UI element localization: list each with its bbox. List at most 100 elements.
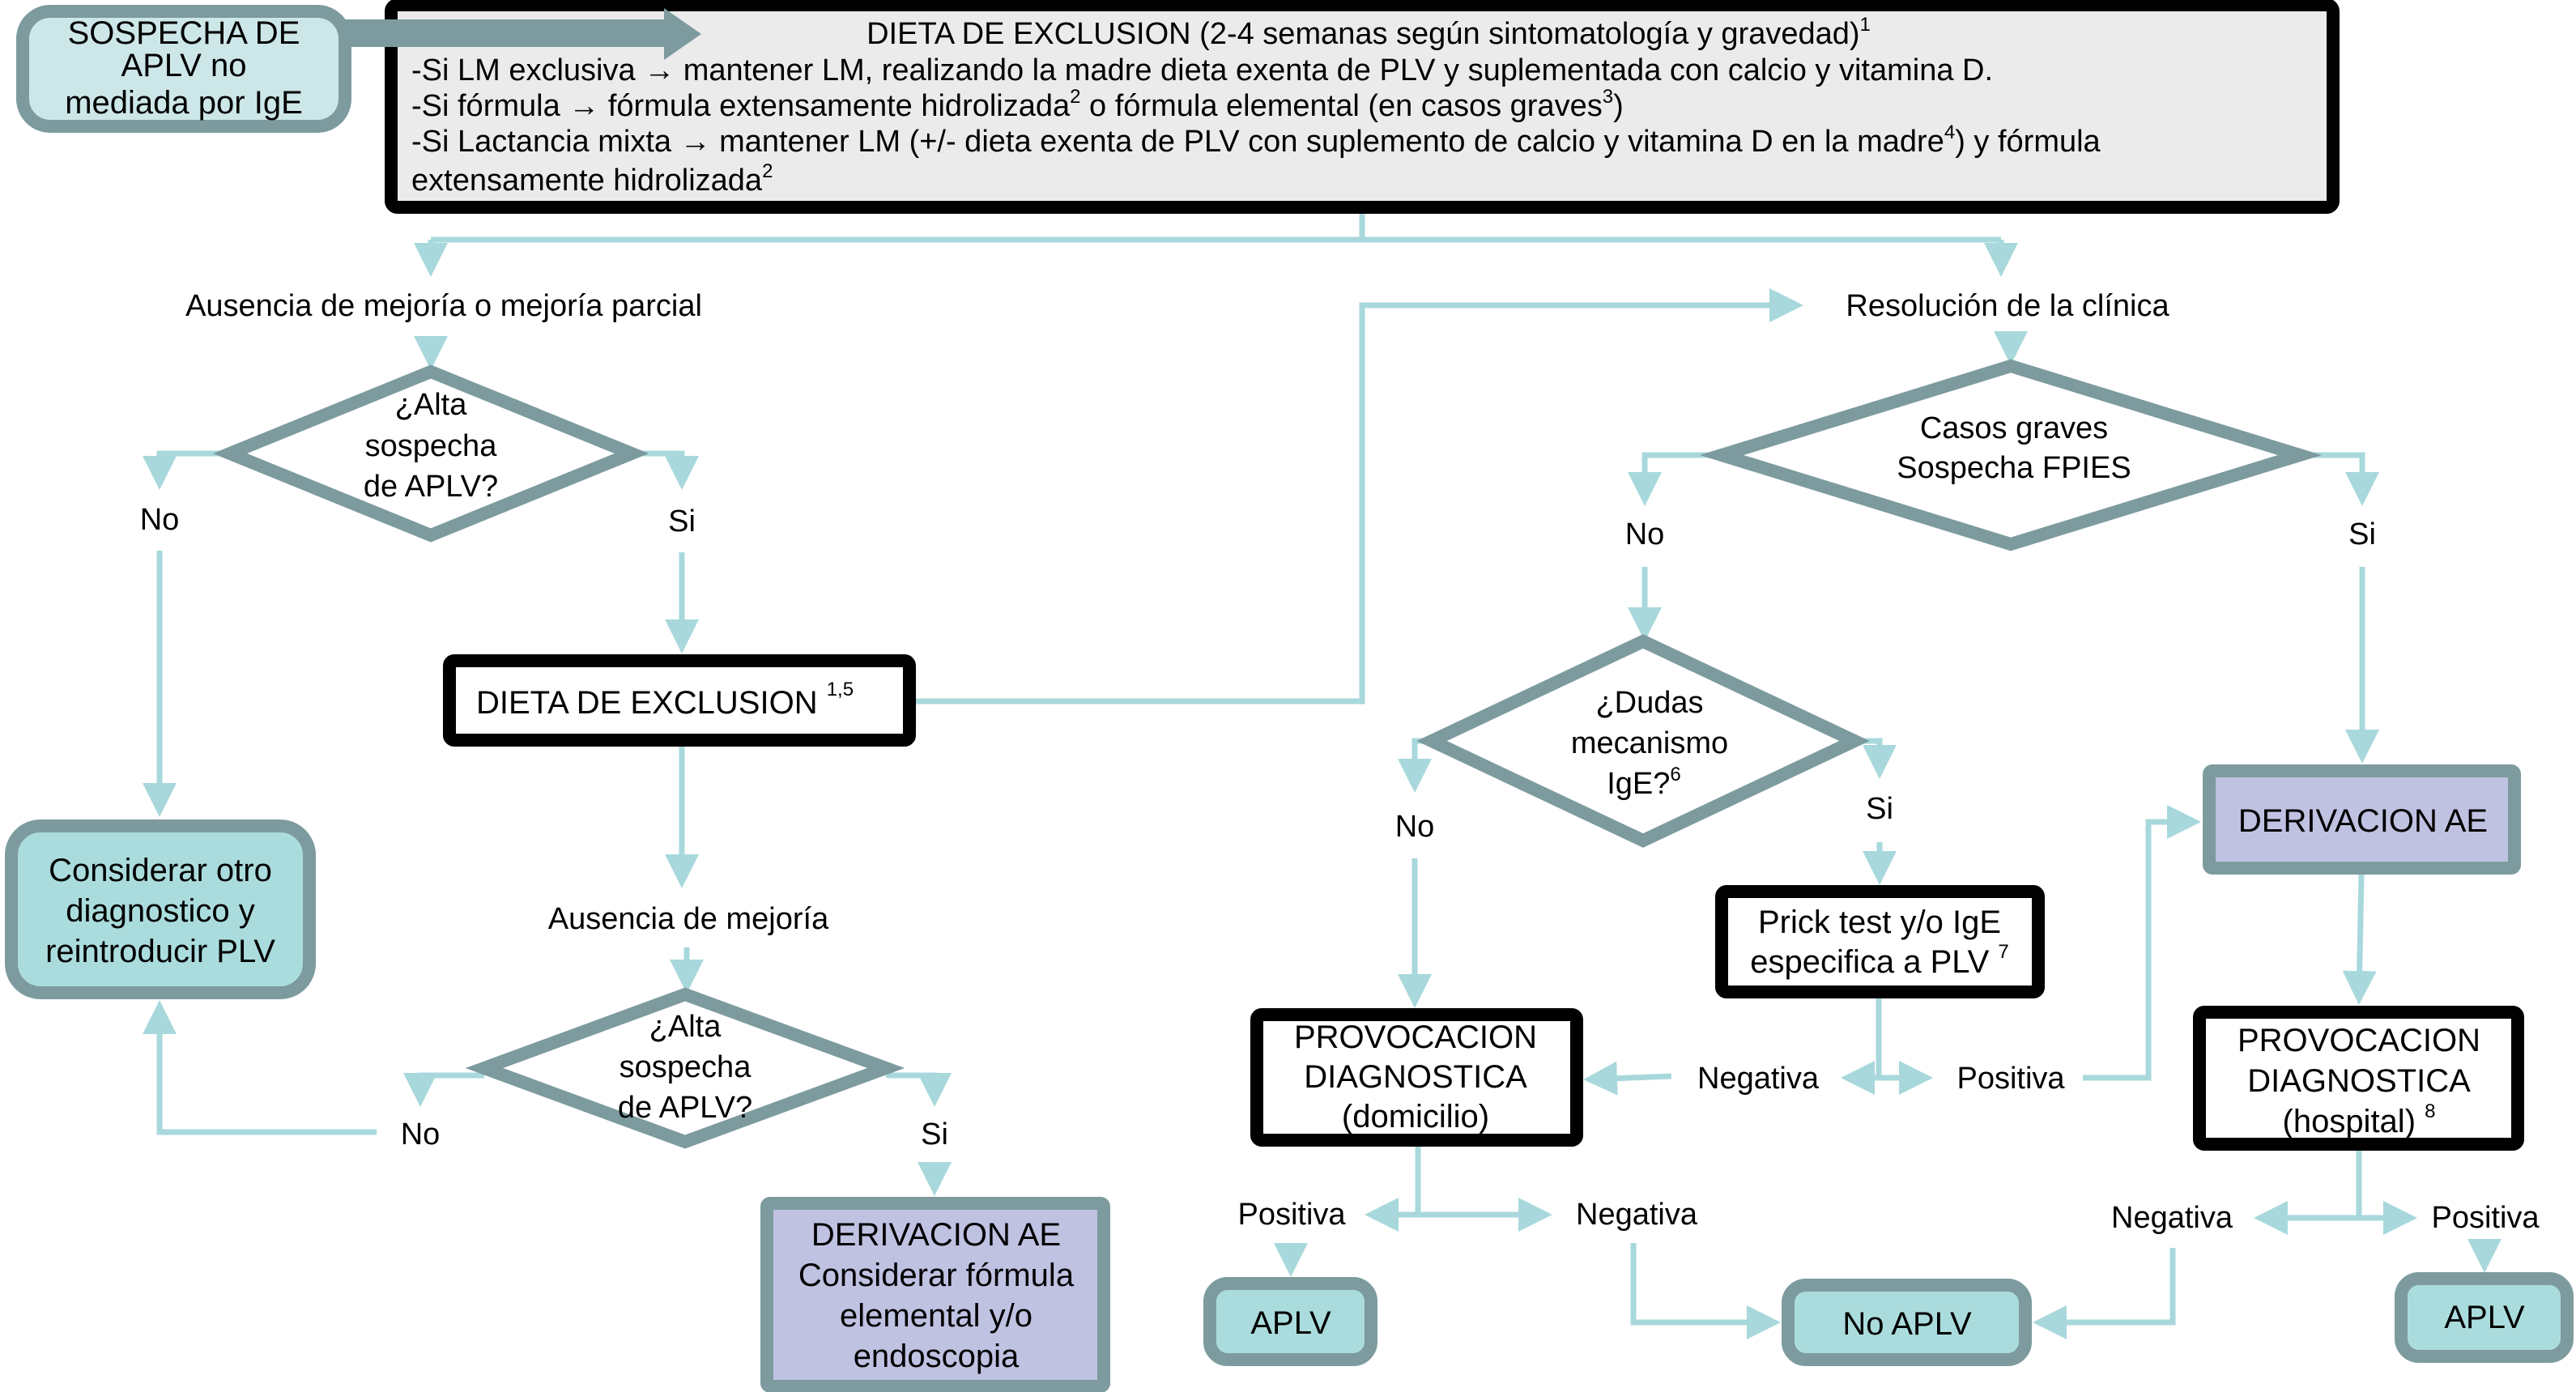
- diamond-1-no-label: No: [140, 503, 180, 537]
- referral-left-frame: [760, 1197, 1110, 1392]
- terminal-aplv-left-label: APLV: [1250, 1305, 1331, 1341]
- arrow-referral-to-hospital: [2342, 873, 2377, 1005]
- prick-negative-label: Negativa: [1697, 1062, 1820, 1096]
- home-challenge-box: PROVOCACION DIAGNOSTICA (domicilio): [1250, 1008, 1583, 1147]
- referral-left-line3: elemental y/o: [840, 1298, 1033, 1334]
- terminal-aplv-left: APLV: [1203, 1277, 1377, 1366]
- decision-ige-doubt: ¿Dudas mecanismo IgE?6: [1416, 634, 1870, 848]
- other-diagnosis-frame: [5, 819, 316, 999]
- referral-right-frame: [2203, 764, 2521, 875]
- prick-line2: especifica a PLV 7: [1750, 941, 2008, 980]
- arrow-negative-to-no-aplv: [1630, 1243, 1781, 1339]
- home-positive-label: Positiva: [1237, 1198, 1346, 1232]
- prick-box-frame: [1715, 885, 2045, 998]
- other-diagnosis-line1: Considerar otro: [49, 853, 272, 888]
- home-challenge-line3: (domicilio): [1342, 1099, 1489, 1134]
- arrow-diamond3-yes: [2300, 452, 2379, 506]
- home-challenge-line1: PROVOCACION: [1294, 1020, 1537, 1055]
- diamond-3-shape: [1699, 359, 2323, 551]
- arrow-positive-to-referral: [2083, 805, 2201, 1081]
- top-box-line4: extensamente hidrolizada2: [411, 160, 773, 198]
- referral-right-label: DERIVACION AE: [2238, 803, 2488, 839]
- decision-high-suspicion-2: ¿Alta sospecha de APLV?: [465, 987, 905, 1149]
- top-box-title: DIETA DE EXCLUSION (2-4 semanas según si…: [866, 14, 1871, 51]
- diamond-2-line2: sospecha: [620, 1050, 752, 1084]
- arrow-negative-to-home: [1583, 1061, 1672, 1096]
- terminal-aplv-right: APLV: [2395, 1272, 2574, 1363]
- start-arrow-icon: [345, 8, 701, 60]
- diamond-4-line3: IgE?6: [1607, 764, 1681, 801]
- diamond-1-line3: de APLV?: [364, 470, 498, 504]
- start-line1: SOSPECHA DE: [68, 15, 300, 51]
- other-diagnosis-box: Considerar otro diagnostico y reintroduc…: [5, 819, 316, 999]
- referral-left-line2: Considerar fórmula: [798, 1258, 1075, 1293]
- hospital-challenge-line2: DIAGNOSTICA: [2247, 1063, 2471, 1099]
- diamond-3-no-label: No: [1625, 517, 1665, 551]
- referral-box-right: DERIVACION AE: [2203, 764, 2521, 875]
- start-node: SOSPECHA DE APLV no mediada por IgE: [16, 5, 351, 133]
- arrow-diamond2-no: [403, 1072, 484, 1107]
- other-diagnosis-line3: reintroducir PLV: [45, 934, 275, 969]
- diamond-4-shape: [1416, 634, 1870, 848]
- outcome-no-improvement-2: Ausencia de mejoría: [548, 902, 829, 936]
- terminal-no-aplv-frame: [1782, 1279, 2032, 1366]
- connectors: [143, 209, 2501, 1339]
- terminal-aplv-left-frame: [1203, 1277, 1377, 1366]
- prick-test-box: Prick test y/o IgE especifica a PLV 7: [1715, 885, 2045, 998]
- terminal-aplv-right-label: APLV: [2444, 1300, 2525, 1335]
- referral-box-left: DERIVACION AE Considerar fórmula element…: [760, 1197, 1110, 1392]
- hospital-negative-label: Negativa: [2111, 1201, 2233, 1235]
- outcome-no-improvement: Ausencia de mejoría o mejoría parcial: [185, 289, 702, 323]
- other-diagnosis-line2: diagnostico y: [66, 893, 254, 929]
- hospital-challenge-box: PROVOCACION DIAGNOSTICA (hospital) 8: [2193, 1006, 2524, 1151]
- top-box-line2: -Si fórmula → fórmula extensamente hidro…: [411, 86, 1624, 123]
- connector-top-split: [431, 209, 2001, 243]
- diamond-4-no-label: No: [1395, 810, 1435, 844]
- decision-severe-fpies: Casos graves Sospecha FPIES: [1699, 359, 2323, 551]
- arrow-diamond1-yes: [632, 450, 699, 490]
- start-box: [16, 5, 351, 133]
- diamond-2-shape: [465, 987, 905, 1149]
- diamond-2-line1: ¿Alta: [649, 1010, 722, 1044]
- diamond-1-line1: ¿Alta: [395, 388, 468, 422]
- referral-left-line4: endoscopia: [854, 1339, 1020, 1374]
- diet-box-label: DIETA DE EXCLUSION 1,5: [476, 679, 854, 721]
- terminal-no-aplv: No APLV: [1782, 1279, 2032, 1366]
- diamond-3-line2: Sospecha FPIES: [1897, 451, 2131, 485]
- start-line3: mediada por IgE: [65, 85, 303, 121]
- hospital-challenge-frame: [2193, 1006, 2524, 1151]
- hospital-challenge-line3: (hospital) 8: [2283, 1100, 2436, 1139]
- arrow-negative-to-no-aplv-right: [2033, 1248, 2176, 1339]
- diamond-4-yes-label: Si: [1866, 792, 1893, 826]
- diamond-2-yes-label: Si: [921, 1117, 948, 1151]
- top-box-line3: -Si Lactancia mixta → mantener LM (+/- d…: [411, 121, 2101, 159]
- prick-positive-label: Positiva: [1956, 1062, 2065, 1096]
- arrow-diamond3-no: [1628, 452, 1723, 506]
- diamond-4-line2: mecanismo: [1571, 726, 1728, 760]
- home-negative-label: Negativa: [1576, 1198, 1698, 1232]
- arrow-diamond2-yes: [886, 1072, 952, 1107]
- home-challenge-line2: DIAGNOSTICA: [1304, 1059, 1527, 1095]
- diamond-1-line2: sospecha: [365, 429, 498, 463]
- diamond-1-shape: [212, 364, 649, 543]
- diamond-2-line3: de APLV?: [618, 1091, 752, 1125]
- start-line2: APLV no: [121, 48, 247, 83]
- decision-high-suspicion-1: ¿Alta sospecha de APLV?: [212, 364, 649, 543]
- diamond-3-line1: Casos graves: [1920, 411, 2108, 445]
- outcome-resolution: Resolución de la clínica: [1846, 289, 2169, 323]
- top-box-line1: -Si LM exclusiva → mantener LM, realizan…: [411, 53, 1993, 87]
- hospital-positive-label: Positiva: [2431, 1201, 2540, 1235]
- top-box-frame: [385, 0, 2340, 214]
- arrow-diet-to-resolution: [915, 288, 1803, 705]
- terminal-aplv-right-frame: [2395, 1272, 2574, 1363]
- arrow-diamond1-no: [143, 450, 230, 490]
- diamond-4-line1: ¿Dudas: [1595, 686, 1703, 720]
- diamond-2-no-label: No: [401, 1117, 441, 1151]
- prick-line1: Prick test y/o IgE: [1758, 905, 2001, 940]
- diet-box: DIETA DE EXCLUSION 1,5: [443, 654, 916, 747]
- hospital-challenge-line1: PROVOCACION: [2238, 1023, 2480, 1058]
- top-box: DIETA DE EXCLUSION (2-4 semanas según si…: [385, 0, 2340, 214]
- home-challenge-frame: [1250, 1008, 1583, 1147]
- diet-box-frame: [443, 654, 916, 747]
